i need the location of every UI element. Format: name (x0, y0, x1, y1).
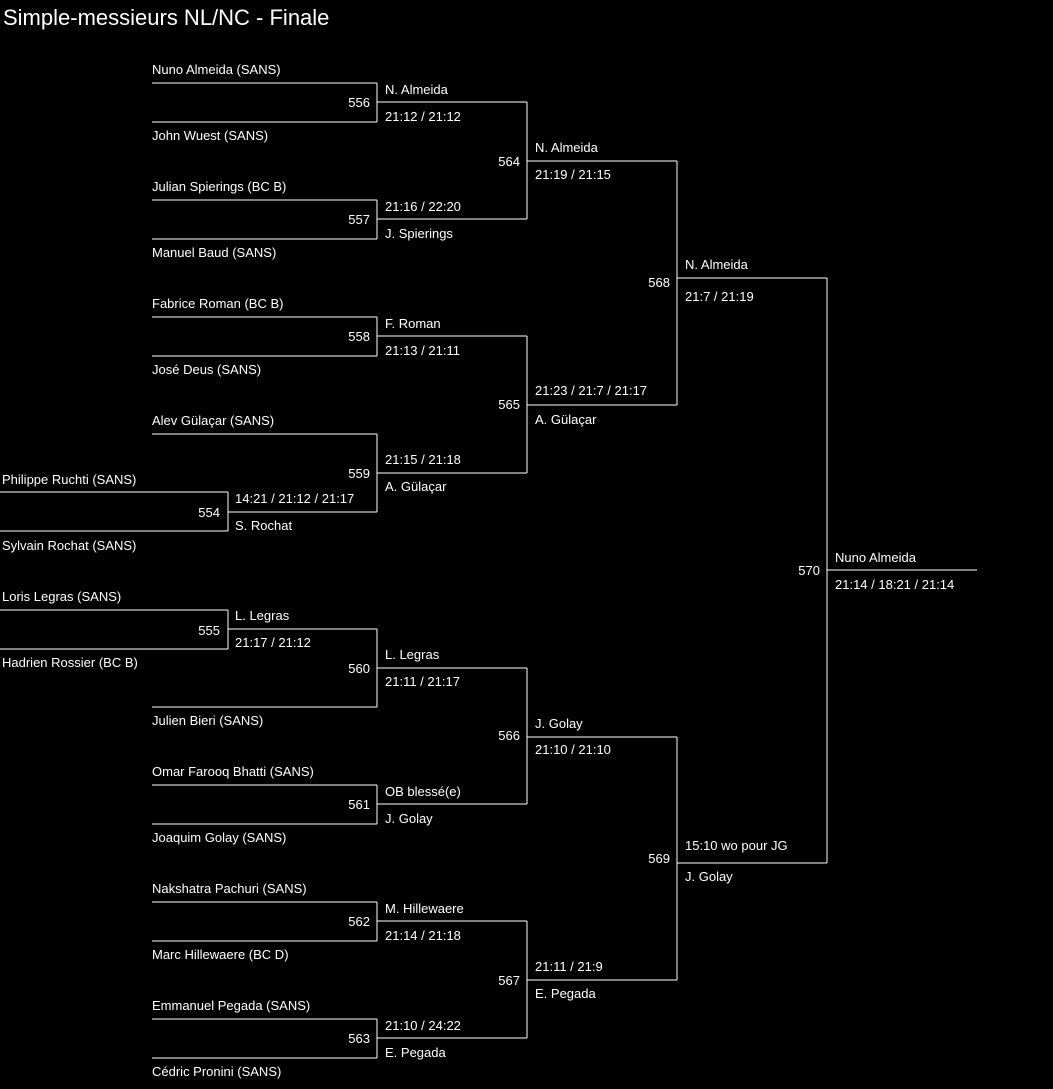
player-name: Loris Legras (SANS) (2, 589, 122, 604)
match-number: 562 (348, 914, 370, 929)
match-number: 557 (348, 212, 370, 227)
match-score: 21:10 / 21:10 (535, 742, 611, 757)
match-winner: A. Gülaçar (535, 412, 597, 427)
match-score: OB blessé(e) (385, 784, 461, 799)
match-score: 15:10 wo pour JG (685, 838, 788, 853)
player-name: Sylvain Rochat (SANS) (2, 538, 137, 553)
match-winner: M. Hillewaere (385, 901, 464, 916)
match-score: 21:17 / 21:12 (235, 635, 311, 650)
match-winner: S. Rochat (235, 518, 293, 533)
match-score: 21:7 / 21:19 (685, 289, 754, 304)
match-winner: A. Gülaçar (385, 479, 447, 494)
match-winner: F. Roman (385, 316, 441, 331)
page-title: Simple-messieurs NL/NC - Finale (3, 5, 330, 30)
match-winner: L. Legras (235, 608, 290, 623)
match-number: 555 (198, 623, 220, 638)
match-winner: J. Golay (385, 811, 433, 826)
match-number: 569 (648, 851, 670, 866)
match-score: 21:13 / 21:11 (385, 343, 460, 358)
match-score: 21:19 / 21:15 (535, 167, 611, 182)
match-winner: N. Almeida (535, 140, 598, 155)
player-name: Manuel Baud (SANS) (152, 245, 277, 260)
final-score: 21:14 / 18:21 / 21:14 (835, 577, 955, 592)
match-score: 21:12 / 21:12 (385, 109, 461, 124)
match-number: 566 (498, 728, 520, 743)
player-name: Philippe Ruchti (SANS) (2, 472, 137, 487)
player-name: Julian Spierings (BC B) (152, 179, 287, 194)
match-winner: J. Golay (535, 716, 583, 731)
player-name: John Wuest (SANS) (152, 128, 269, 143)
match-score: 21:15 / 21:18 (385, 452, 461, 467)
match-winner: J. Golay (685, 869, 733, 884)
match-winner: E. Pegada (535, 986, 596, 1001)
match-winner: N. Almeida (385, 82, 448, 97)
match-number: 564 (498, 154, 520, 169)
match-number: 556 (348, 95, 370, 110)
player-name: Emmanuel Pegada (SANS) (152, 998, 311, 1013)
player-name: Fabrice Roman (BC B) (152, 296, 284, 311)
match-score: 21:16 / 22:20 (385, 199, 461, 214)
match-winner: J. Spierings (385, 226, 453, 241)
champion-name: Nuno Almeida (835, 550, 916, 565)
match-566-lines (377, 667, 528, 805)
player-name: Alev Gülaçar (SANS) (152, 413, 275, 428)
match-number: 570 (798, 563, 820, 578)
player-name: Omar Farooq Bhatti (SANS) (152, 764, 314, 779)
match-score: 14:21 / 21:12 / 21:17 (235, 491, 355, 506)
match-number: 568 (648, 275, 670, 290)
match-score: 21:23 / 21:7 / 21:17 (535, 383, 648, 398)
match-number: 565 (498, 397, 520, 412)
player-name: Marc Hillewaere (BC D) (152, 947, 289, 962)
match-number: 559 (348, 466, 370, 481)
match-number: 561 (348, 797, 370, 812)
player-name: Nuno Almeida (SANS) (152, 62, 281, 77)
match-number: 567 (498, 973, 520, 988)
player-name: Nakshatra Pachuri (SANS) (152, 881, 307, 896)
match-winner: E. Pegada (385, 1045, 446, 1060)
match-number: 558 (348, 329, 370, 344)
match-number: 554 (198, 505, 220, 520)
player-name: José Deus (SANS) (152, 362, 262, 377)
match-569-lines (527, 736, 678, 981)
match-winner: N. Almeida (685, 257, 748, 272)
match-score: 21:14 / 21:18 (385, 928, 461, 943)
match-number: 560 (348, 661, 370, 676)
match-score: 21:10 / 24:22 (385, 1018, 461, 1033)
match-winner: L. Legras (385, 647, 440, 662)
match-570-lines (677, 277, 977, 864)
match-number: 563 (348, 1031, 370, 1046)
player-name: Cédric Pronini (SANS) (152, 1064, 282, 1079)
player-name: Joaquim Golay (SANS) (152, 830, 287, 845)
match-score: 21:11 / 21:17 (385, 674, 460, 689)
player-name: Julien Bieri (SANS) (152, 713, 264, 728)
match-568-lines (527, 160, 678, 406)
player-name: Hadrien Rossier (BC B) (2, 655, 138, 670)
match-score: 21:11 / 21:9 (535, 959, 603, 974)
